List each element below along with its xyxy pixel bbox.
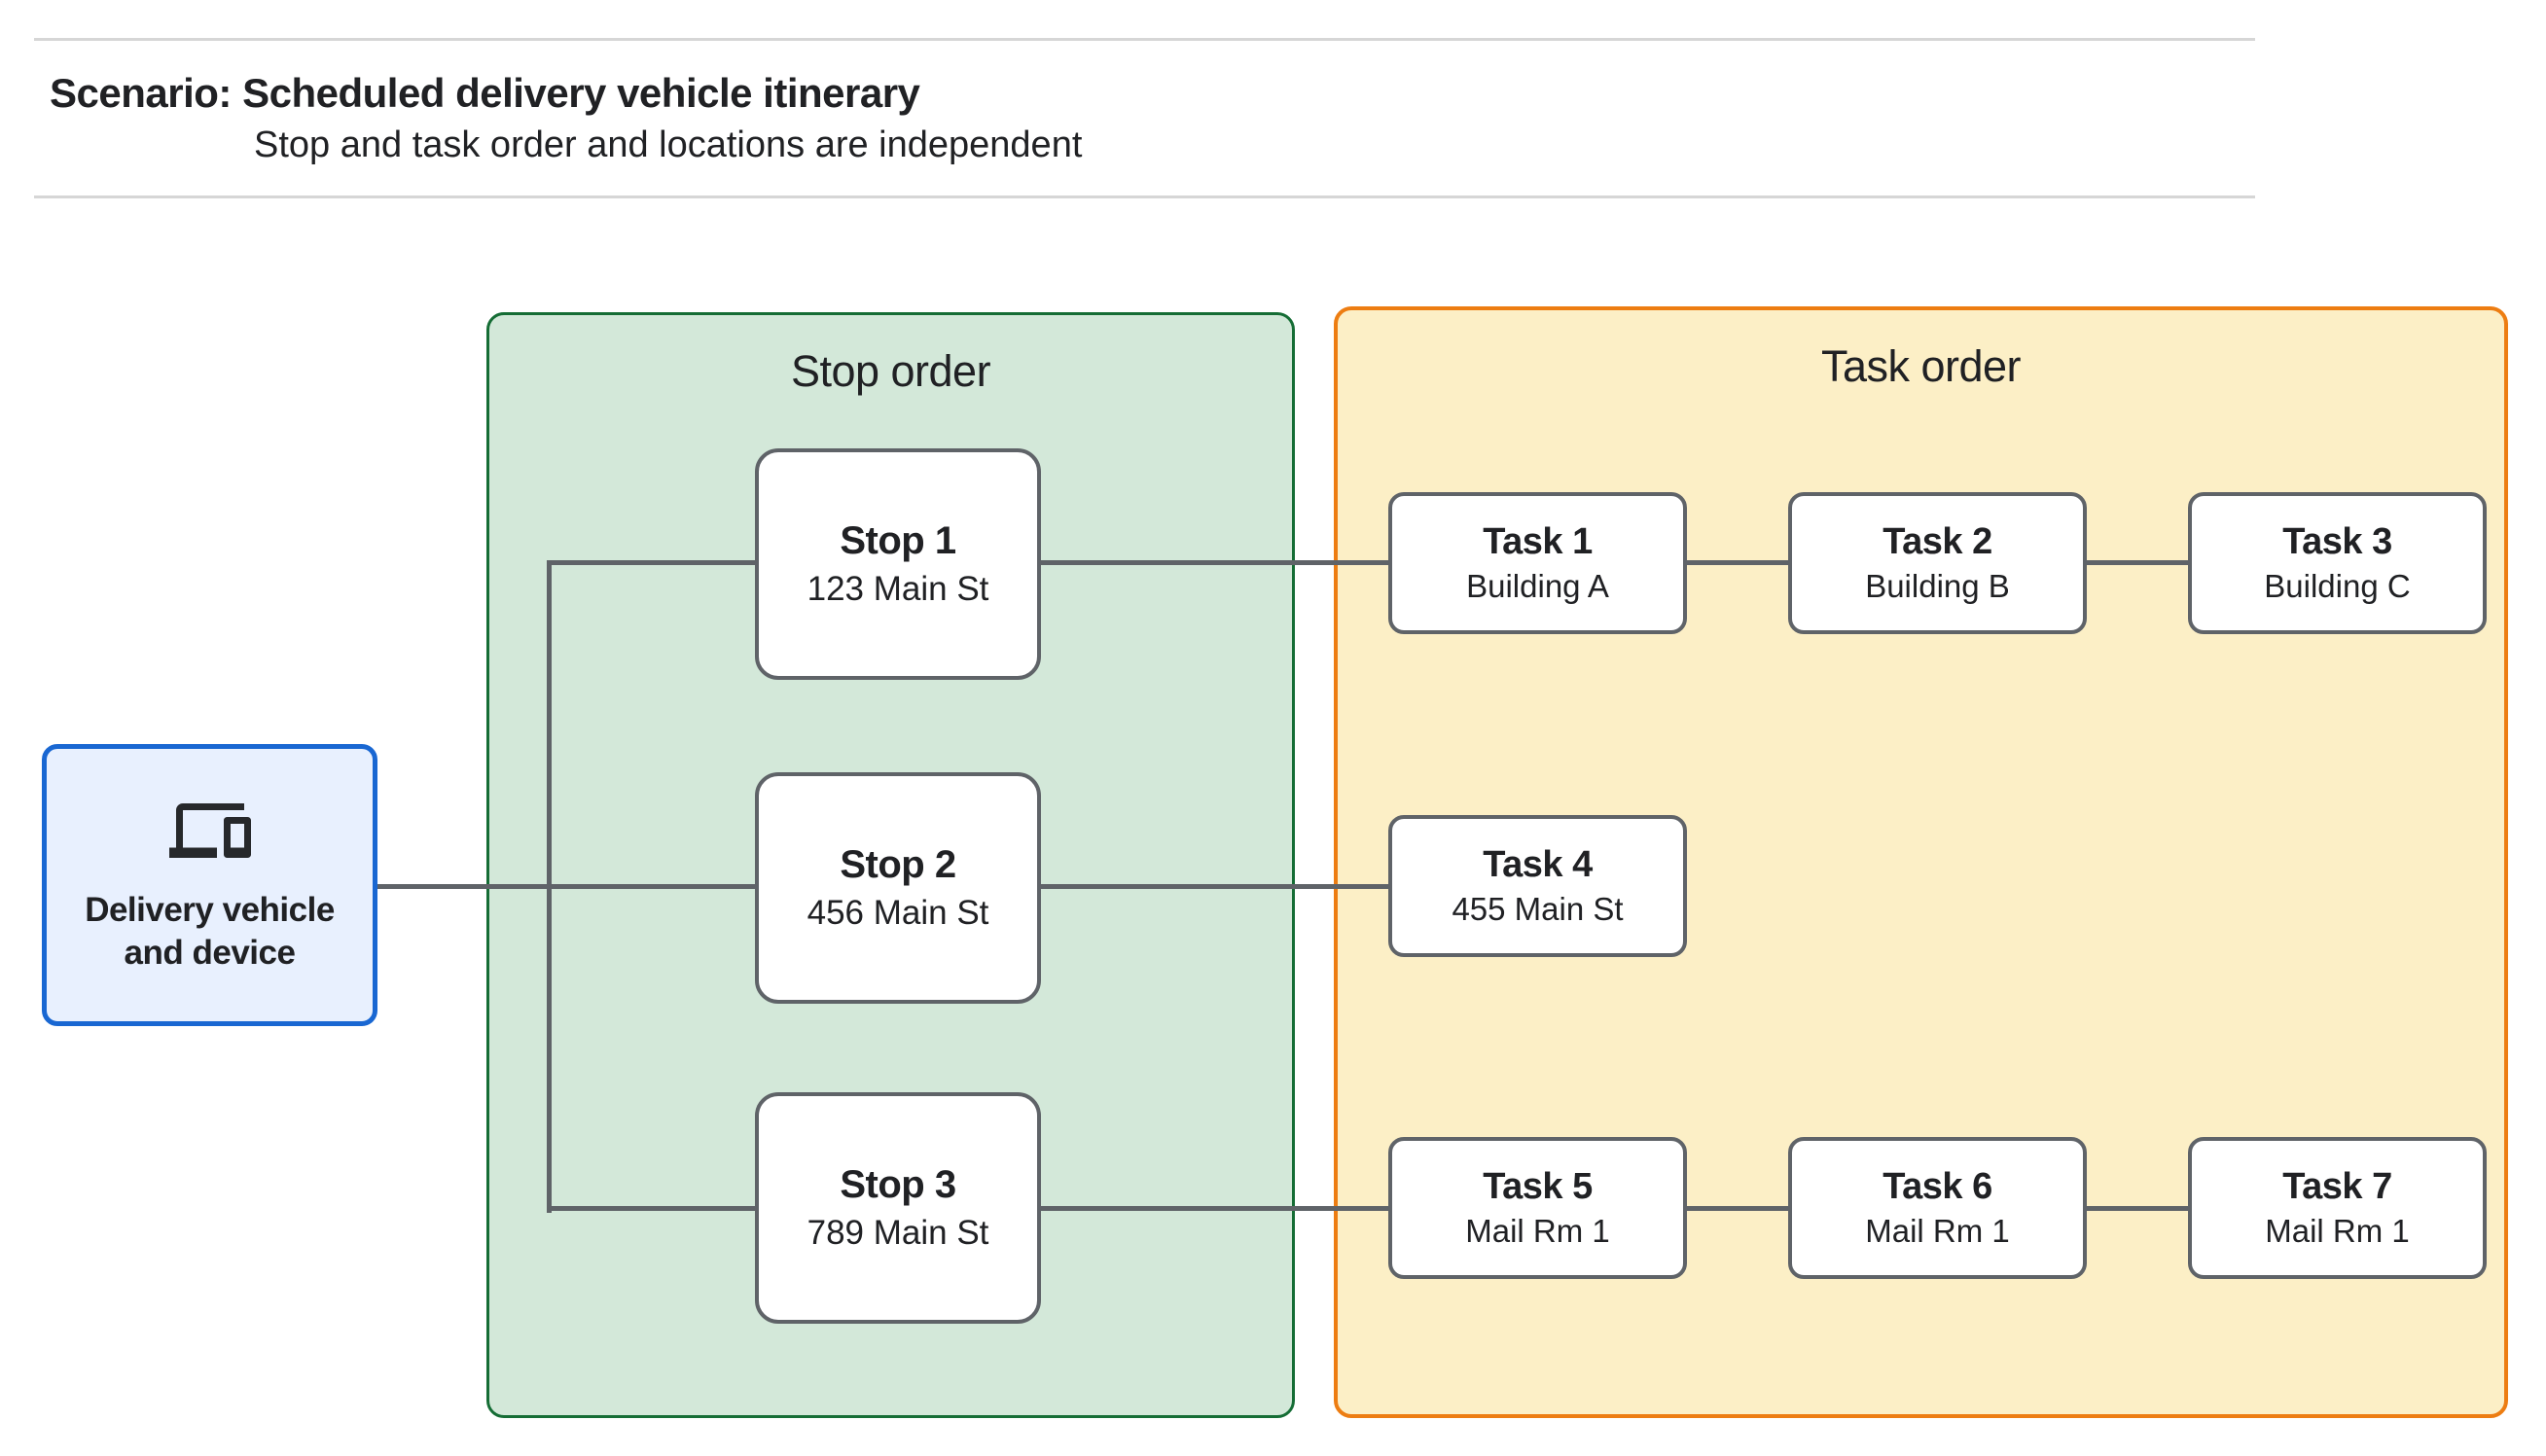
- connector-task6-to-task7: [2085, 1206, 2190, 1211]
- page-subtitle: Stop and task order and locations are in…: [254, 124, 1083, 165]
- task-7-title: Task 7: [2282, 1166, 2392, 1207]
- stop-2-location: 456 Main St: [807, 894, 989, 932]
- task-2-node: Task 2 Building B: [1788, 492, 2087, 634]
- connector-trunk-to-stop1: [547, 560, 757, 565]
- task-2-location: Building B: [1865, 568, 2010, 604]
- stop-1-location: 123 Main St: [807, 570, 989, 608]
- delivery-vehicle-label-line2: and device: [124, 934, 296, 972]
- delivery-vehicle-label-line1: Delivery vehicle: [85, 891, 335, 929]
- task-6-location: Mail Rm 1: [1865, 1213, 2010, 1249]
- connector-trunk-to-stop3: [547, 1206, 757, 1211]
- page-title: Scenario: Scheduled delivery vehicle iti…: [50, 70, 920, 117]
- connector-task2-to-task3: [2085, 560, 2190, 565]
- task-3-node: Task 3 Building C: [2188, 492, 2487, 634]
- task-6-title: Task 6: [1883, 1166, 1992, 1207]
- page-title-main: Scheduled delivery vehicle itinerary: [242, 70, 920, 116]
- stop-2-title: Stop 2: [840, 843, 956, 886]
- task-5-node: Task 5 Mail Rm 1: [1388, 1137, 1687, 1279]
- delivery-vehicle-node: Delivery vehicle and device: [42, 744, 377, 1026]
- task-3-location: Building C: [2264, 568, 2411, 604]
- delivery-vehicle-label: Delivery vehicle and device: [85, 889, 335, 975]
- top-divider: [34, 38, 2255, 41]
- task-4-title: Task 4: [1483, 844, 1593, 885]
- connector-stop1-to-task1: [1041, 560, 1390, 565]
- task-order-group-title: Task order: [1820, 341, 2022, 391]
- task-1-location: Building A: [1466, 568, 1609, 604]
- header-divider: [34, 195, 2255, 198]
- task-7-node: Task 7 Mail Rm 1: [2188, 1137, 2487, 1279]
- stop-1-title: Stop 1: [840, 519, 956, 562]
- task-3-title: Task 3: [2282, 521, 2392, 562]
- stop-2-node: Stop 2 456 Main St: [755, 772, 1041, 1004]
- connector-stop3-to-task5: [1041, 1206, 1390, 1211]
- stop-3-title: Stop 3: [840, 1163, 956, 1206]
- connector-source-to-stop2: [377, 884, 757, 889]
- task-1-node: Task 1 Building A: [1388, 492, 1687, 634]
- task-5-title: Task 5: [1483, 1166, 1593, 1207]
- connector-task5-to-task6: [1685, 1206, 1790, 1211]
- task-7-location: Mail Rm 1: [2265, 1213, 2410, 1249]
- stop-3-node: Stop 3 789 Main St: [755, 1092, 1041, 1324]
- connector-task1-to-task2: [1685, 560, 1790, 565]
- page-title-prefix: Scenario:: [50, 70, 232, 116]
- task-4-location: 455 Main St: [1452, 891, 1624, 927]
- connector-trunk-vertical: [547, 560, 552, 1213]
- task-2-title: Task 2: [1883, 521, 1992, 562]
- stop-1-node: Stop 1 123 Main St: [755, 448, 1041, 680]
- task-1-title: Task 1: [1483, 521, 1593, 562]
- stop-order-group-title: Stop order: [790, 346, 991, 396]
- stop-3-location: 789 Main St: [807, 1214, 989, 1252]
- task-5-location: Mail Rm 1: [1465, 1213, 1610, 1249]
- connector-stop2-to-task4: [1041, 884, 1390, 889]
- task-6-node: Task 6 Mail Rm 1: [1788, 1137, 2087, 1279]
- devices-icon: [168, 803, 251, 858]
- task-4-node: Task 4 455 Main St: [1388, 815, 1687, 957]
